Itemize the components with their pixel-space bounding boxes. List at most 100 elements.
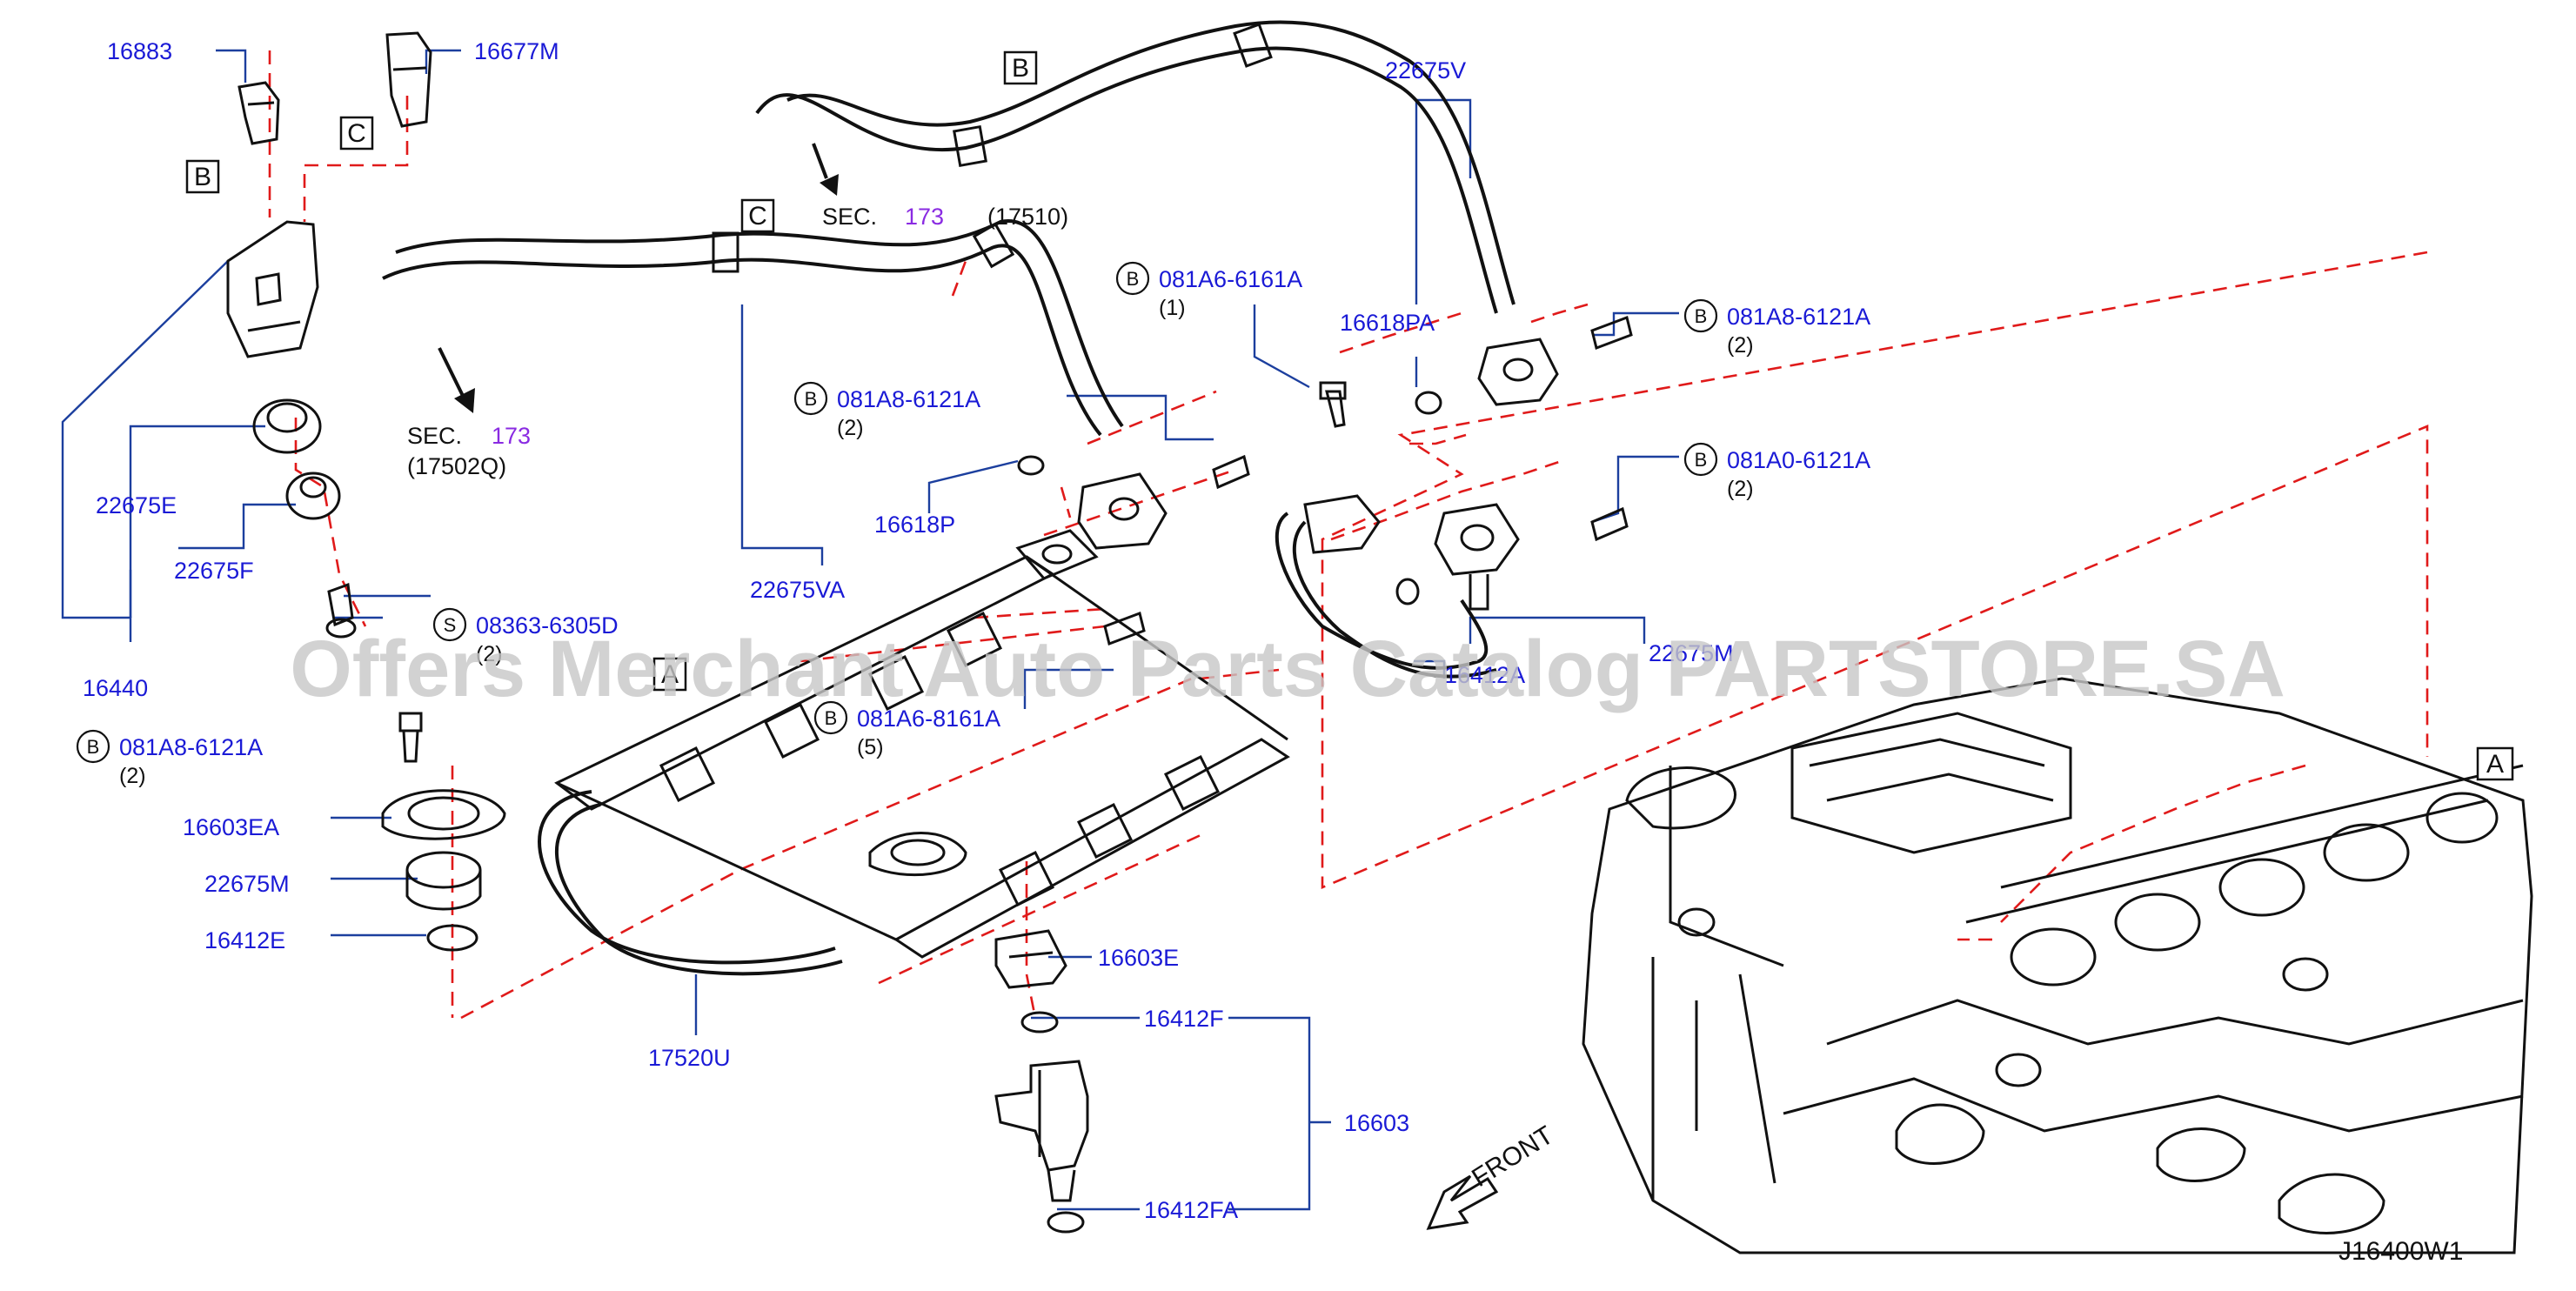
callout-qty: (2)	[476, 642, 503, 666]
watermark-text: Offers Merchant Auto Parts Catalog PARTS…	[290, 625, 2285, 713]
spacer-22675M	[405, 851, 482, 911]
damper-left	[1077, 472, 1168, 550]
callout-prefix: S	[444, 614, 457, 636]
sec-number: 173	[492, 423, 531, 449]
clip-16677M	[385, 31, 432, 128]
callout-prefix: B	[825, 707, 838, 729]
callout-prefix: B	[805, 388, 818, 410]
ref-marker-b-left: B	[185, 159, 220, 194]
callout-prefix: B	[1695, 449, 1708, 471]
o-ring-16618P	[1017, 455, 1045, 476]
callout-prefix: B	[1695, 305, 1708, 327]
ref-a2-text: A	[661, 660, 679, 689]
assembly-dashed-lines	[268, 50, 2429, 1020]
sec-label: SEC.	[822, 204, 877, 230]
label-22675M: 22675M	[204, 871, 290, 897]
sec-arrow-top	[812, 143, 839, 196]
fuel-rail	[554, 529, 1290, 959]
pressure-regulator	[1434, 503, 1520, 611]
callout-qty: (2)	[1727, 477, 1754, 501]
sec-number: 173	[905, 204, 944, 230]
label-22675M-right: 22675M	[1649, 640, 1734, 666]
label-16677M: 16677M	[474, 38, 559, 64]
leader-lines	[61, 49, 1679, 1211]
label-16412FA: 16412FA	[1144, 1197, 1238, 1223]
bolt-callout-081A8-6121A-right: B 081A8-6121A (2)	[1683, 298, 1870, 358]
o-ring-16618PA	[1415, 391, 1442, 415]
ref-a1-text: A	[2486, 750, 2504, 779]
callout-number: 081A6-6161A	[1159, 266, 1302, 292]
ref-marker-c-top: C	[339, 116, 374, 151]
bracket-return	[1303, 494, 1381, 554]
section-ref-17502Q: SEC. 173 (17502Q)	[407, 423, 531, 479]
callout-number: 081A6-8161A	[857, 706, 1000, 732]
bolts-top	[1103, 316, 1633, 646]
label-16603EA: 16603EA	[183, 814, 279, 840]
label-16440: 16440	[83, 675, 148, 701]
front-label: FRONT	[1467, 1120, 1558, 1193]
callout-prefix: B	[87, 736, 100, 758]
callout-qty: (2)	[119, 764, 146, 788]
part-labels: 16883 16677M 22675V 16618PA 22675E 22675…	[83, 38, 1734, 1223]
ref-b2-text: B	[194, 163, 211, 191]
grommet-22675E	[252, 398, 322, 454]
callout-number: 081A0-6121A	[1727, 447, 1870, 473]
label-22675V: 22675V	[1385, 57, 1466, 84]
callout-qty: (1)	[1159, 296, 1186, 320]
ref-marker-a-left: A	[652, 657, 687, 692]
o-ring-16412F	[1020, 1011, 1059, 1033]
fuel-hoses	[382, 20, 1515, 976]
o-ring-16412E	[426, 924, 478, 952]
label-16412A: 16412A	[1444, 662, 1525, 688]
hose-joints	[712, 23, 1273, 273]
engine-block	[1582, 677, 2533, 1254]
bolt-callout-081A6-8161A: B 081A6-8161A (5)	[813, 700, 1000, 759]
sec-sub: (17502Q)	[407, 453, 506, 479]
callout-prefix: B	[1127, 268, 1140, 290]
label-16618P: 16618P	[874, 512, 955, 538]
clip-16603E	[994, 929, 1067, 989]
label-16412E: 16412E	[204, 927, 285, 953]
label-16618PA: 16618PA	[1340, 310, 1435, 336]
label-16883: 16883	[107, 38, 172, 64]
callout-number: 081A8-6121A	[837, 386, 980, 412]
ref-c1-text: C	[347, 119, 366, 148]
bolt-08363-6305D	[325, 582, 357, 639]
bolt-callout-081A8-6121A-left: B 081A8-6121A (2)	[76, 729, 263, 788]
ref-b1-text: B	[1012, 54, 1029, 83]
callout-number: 081A8-6121A	[119, 734, 263, 760]
injector-16603	[994, 1060, 1089, 1202]
o-ring-16412A	[1395, 578, 1420, 605]
sec-label: SEC.	[407, 423, 462, 449]
grommet-22675F	[285, 472, 341, 520]
callout-number: 081A8-6121A	[1727, 304, 1870, 330]
label-22675VA: 22675VA	[750, 577, 845, 603]
label-16603: 16603	[1344, 1110, 1409, 1136]
front-arrow-icon	[1426, 1174, 1499, 1230]
bolt-callout-08363-6305D: S 08363-6305D (2)	[432, 607, 619, 666]
sec-arrow-middle	[438, 347, 475, 413]
ref-marker-a-right: A	[2476, 746, 2514, 781]
bracket-16440	[226, 220, 319, 358]
bolt-callout-081A0-6121A: B 081A0-6121A (2)	[1683, 442, 1870, 501]
section-ref-17510: SEC. 173 (17510)	[822, 204, 1068, 230]
callout-qty: (2)	[837, 416, 864, 440]
clip-16883	[238, 81, 280, 145]
bolt-callout-081A8-6121A-mid: B 081A8-6121A (2)	[793, 381, 980, 440]
ref-marker-c-mid: C	[740, 198, 775, 233]
callout-number: 08363-6305D	[476, 612, 619, 639]
label-22675F: 22675F	[174, 558, 254, 584]
label-16603E: 16603E	[1098, 945, 1179, 971]
diagram-code: J16400W1	[2338, 1237, 2463, 1266]
ref-c2-text: C	[748, 202, 767, 231]
bolt-callout-081A6-6161A: B 081A6-6161A (1)	[1115, 261, 1302, 320]
label-22675E: 22675E	[96, 492, 177, 518]
label-16412F: 16412F	[1144, 1006, 1224, 1032]
bolt-left-081A8-6121A	[398, 712, 423, 763]
flange-16603EA	[381, 789, 506, 840]
label-17520U: 17520U	[648, 1045, 731, 1071]
callout-qty: (5)	[857, 735, 884, 759]
damper-right	[1477, 338, 1559, 406]
sec-sub: (17510)	[987, 204, 1068, 230]
